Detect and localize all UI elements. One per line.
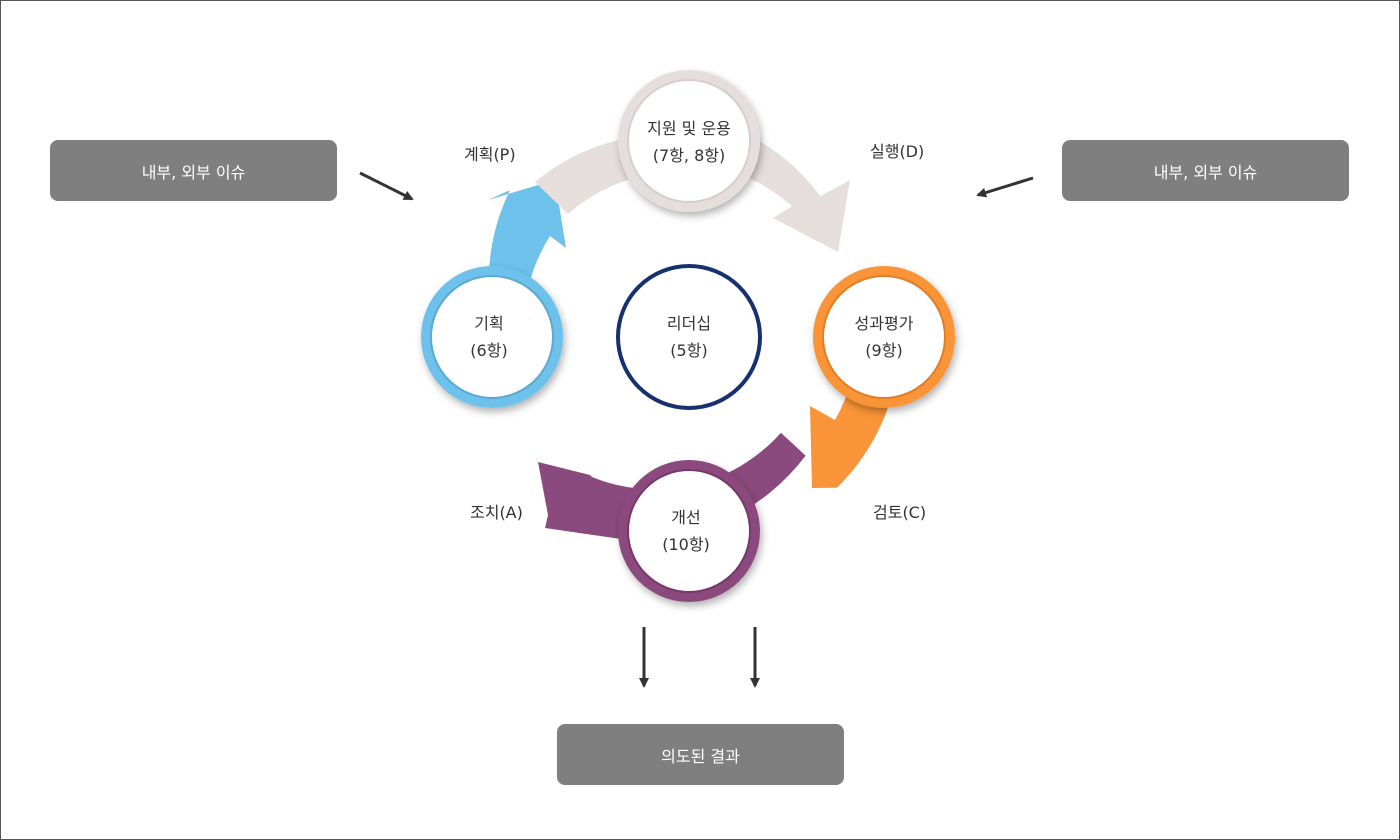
node-evaluation-title: 성과평가: [854, 314, 914, 333]
node-improvement-label: 개선 (10항): [662, 504, 710, 558]
node-improvement-clause: (10항): [662, 535, 710, 554]
external-issues-box-right: 내부, 외부 이슈: [1062, 140, 1349, 201]
node-improvement-title: 개선: [671, 508, 701, 527]
arc-planning-continuation: [535, 140, 628, 214]
arc-planning-to-support: [488, 180, 566, 290]
arc-support-to-evaluation: [738, 133, 850, 252]
center-clause: (5항): [670, 341, 708, 360]
node-planning-circle: [421, 266, 563, 408]
node-improvement-circle: [618, 460, 760, 602]
external-issues-label-right: 내부, 외부 이슈: [1153, 162, 1258, 182]
node-planning-label: 기획 (6항): [470, 310, 507, 364]
node-evaluation-label: 성과평가 (9항): [855, 310, 914, 364]
node-support-label: 지원 및 운용 (7항, 8항): [647, 115, 731, 169]
phase-check-label: 검토(C): [873, 503, 927, 522]
node-planning-clause: (6항): [470, 341, 508, 360]
node-support-title: 지원 및 운용: [647, 119, 731, 138]
intended-outcome-label: 의도된 결과: [661, 746, 740, 766]
node-evaluation-circle: [813, 266, 955, 408]
external-issues-box-left: 내부, 외부 이슈: [50, 140, 337, 201]
phase-plan-label: 계획(P): [464, 145, 516, 164]
node-support-circle: [618, 70, 760, 212]
center-leadership-label: 리더십 (5항): [667, 310, 711, 364]
node-evaluation-clause: (9항): [865, 341, 903, 360]
node-support-clause: (7항, 8항): [652, 146, 726, 165]
node-planning-title: 기획: [474, 314, 504, 333]
phase-act-label: 조치(A): [470, 503, 523, 522]
center-title: 리더십: [666, 314, 712, 333]
intended-outcome-box: 의도된 결과: [557, 724, 844, 785]
arrow-right-issues: [976, 176, 1034, 198]
arrow-left-issues: [359, 171, 414, 201]
leadership-ring: [616, 264, 762, 410]
external-issues-label-left: 내부, 외부 이슈: [141, 162, 246, 182]
phase-do-label: 실행(D): [870, 142, 925, 161]
